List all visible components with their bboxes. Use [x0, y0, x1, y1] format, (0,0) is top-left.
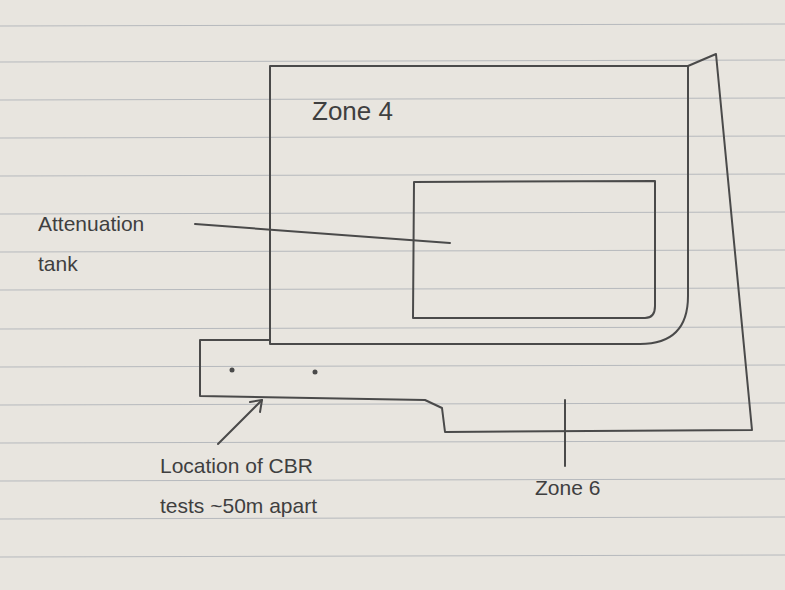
arrow-line — [218, 400, 262, 444]
leader-line — [195, 224, 450, 243]
arrow-head — [250, 400, 262, 412]
paper-rules — [0, 24, 785, 557]
zone-region: Zone 4 — [270, 66, 690, 346]
zone-label: Zone 4 — [312, 88, 690, 135]
tank-label: Attenuation tank — [38, 204, 170, 284]
attenuation-tank — [413, 181, 655, 318]
cbr-test-point — [313, 370, 318, 375]
outer-boundary — [200, 54, 752, 432]
zone-divider — [564, 400, 566, 466]
cbr-test-point — [230, 368, 235, 373]
cbr-note: Location of CBR tests ~50m apart — [160, 446, 345, 526]
zone-label: Zone 6 — [535, 468, 645, 508]
